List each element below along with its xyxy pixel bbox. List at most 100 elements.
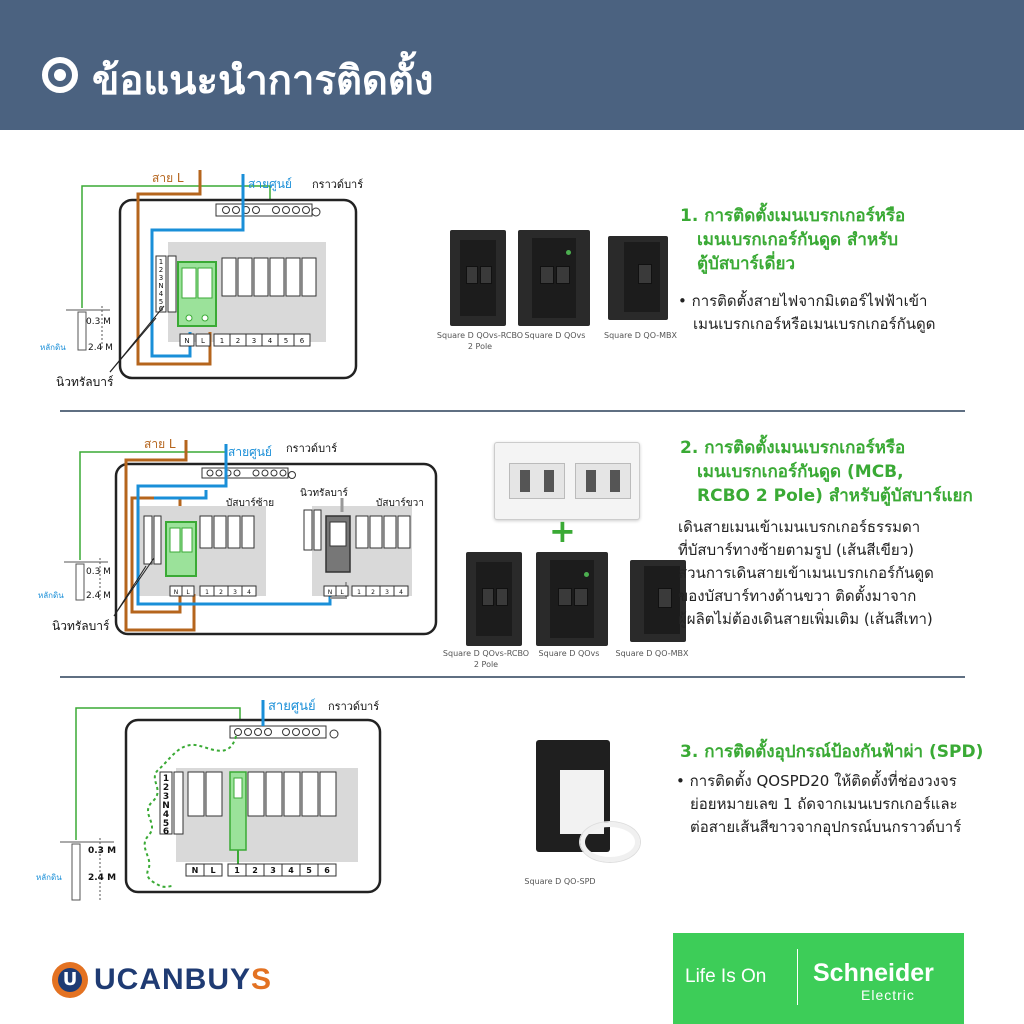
bottom-label: 2 bbox=[236, 337, 240, 345]
depth-top-label: 0.3 M bbox=[86, 567, 111, 577]
bottom-left-label: 2 bbox=[219, 589, 223, 596]
body-line: ที่บัสบาร์ทางซ้ายตามรูป (เส้นสีเขียว) bbox=[678, 541, 914, 559]
ucanbuys-logo: U UCANBUYS bbox=[52, 960, 272, 1000]
section3-title: 3. การติดตั้งอุปกรณ์ป้องกันฟ้าผ่า (SPD) bbox=[680, 740, 983, 764]
body-line: ต่อสายเส้นสีขาวจากอุปกรณ์บนกราวด์บาร์ bbox=[690, 818, 962, 836]
plus-icon: + bbox=[549, 512, 576, 550]
bottom-label: 4 bbox=[288, 866, 294, 875]
ucan-badge-icon: U bbox=[52, 962, 88, 998]
title-line: เมนเบรกเกอร์กันดูด สำหรับ bbox=[697, 230, 899, 250]
ground-bar-label: กราวด์บาร์ bbox=[286, 442, 337, 455]
ground-rod-label: หลักดิน bbox=[40, 343, 66, 352]
bottom-label: 5 bbox=[306, 866, 312, 875]
svg-text:6: 6 bbox=[163, 827, 169, 837]
body-line: ผู้ผลิตไม่ต้องเดินสายเพิ่มเติม (เส้นสีเท… bbox=[678, 610, 933, 628]
svg-text:2: 2 bbox=[159, 266, 163, 274]
bottom-label: L bbox=[210, 866, 215, 875]
bottom-left-label: N bbox=[174, 589, 179, 596]
svg-text:N: N bbox=[162, 801, 170, 811]
svg-text:1: 1 bbox=[163, 774, 169, 784]
bottom-left-label: L bbox=[186, 589, 190, 596]
title-line: 3. การติดตั้งอุปกรณ์ป้องกันฟ้าผ่า (SPD) bbox=[680, 742, 984, 762]
body-line: เดินสายเมนเข้าเมนเบรกเกอร์ธรรมดา bbox=[678, 518, 921, 536]
schneider-wordmark: Schneider bbox=[813, 959, 934, 987]
section2-wiring-diagram: N L 1 2 3 4 N L 1 2 3 4 0.3 M 2.4 M หลัก… bbox=[38, 437, 438, 636]
body-line: ส่วนการเดินสายเข้าเมนเบรกเกอร์กันดูด bbox=[678, 564, 934, 582]
brand-separator bbox=[797, 949, 798, 1005]
svg-text:4: 4 bbox=[159, 290, 164, 298]
bottom-left-label: 3 bbox=[233, 589, 237, 596]
product-caption: Square D QO-SPD bbox=[524, 877, 596, 886]
neutral-bar-label: นิวทรัลบาร์ bbox=[52, 619, 110, 633]
body-line: เมนเบรกเกอร์หรือเมนเบรกเกอร์กันดูด bbox=[693, 315, 936, 333]
bottom-label: 5 bbox=[284, 337, 288, 345]
svg-text:3: 3 bbox=[163, 792, 169, 802]
wire-l-label: สาย L bbox=[152, 171, 184, 185]
section2-title: 2. การติดตั้งเมนเบรกเกอร์หรือ เมนเบรกเกอ… bbox=[680, 436, 973, 508]
depth-rod-label: 2.4 M bbox=[88, 873, 116, 883]
bottom-label: 6 bbox=[324, 866, 330, 875]
ucan-wordmark: UCANBUYS bbox=[94, 963, 272, 997]
target-circle-icon bbox=[42, 57, 78, 93]
bottom-label: 1 bbox=[220, 337, 224, 345]
wire-n-label: สายศูนย์ bbox=[248, 177, 292, 192]
title-line: 1. การติดตั้งเมนเบรกเกอร์หรือ bbox=[680, 206, 906, 226]
bottom-right-label: L bbox=[340, 589, 344, 596]
wire-l-label: สาย L bbox=[144, 437, 176, 451]
depth-top-label: 0.3 M bbox=[86, 317, 111, 327]
bottom-right-label: 1 bbox=[357, 589, 361, 596]
bottom-label: N bbox=[184, 337, 189, 345]
bottom-left-label: 4 bbox=[247, 589, 251, 596]
title-line: เมนเบรกเกอร์กันดูด (MCB, bbox=[697, 462, 904, 482]
product-qo-mbx bbox=[608, 236, 668, 320]
ucan-text: UCANBUY bbox=[94, 963, 251, 996]
bottom-left-label: 1 bbox=[205, 589, 209, 596]
life-is-on-text: Life Is On bbox=[685, 966, 767, 987]
product-caption: Square D QO-MBX bbox=[604, 331, 677, 340]
section-divider bbox=[60, 676, 965, 678]
ground-rod-label: หลักดิน bbox=[36, 873, 62, 882]
depth-top-label: 0.3 M bbox=[88, 846, 116, 856]
svg-text:N: N bbox=[158, 282, 163, 290]
svg-text:5: 5 bbox=[163, 819, 169, 829]
bottom-right-label: N bbox=[328, 589, 333, 596]
consumer-unit-photo bbox=[494, 442, 640, 520]
wire-n-label: สายศูนย์ bbox=[268, 698, 316, 714]
body-line: • การติดตั้งสายไฟจากมิเตอร์ไฟฟ้าเข้า bbox=[678, 292, 928, 310]
bottom-label: L bbox=[201, 337, 205, 345]
product-qo-mbx bbox=[630, 560, 686, 642]
section1-body: • การติดตั้งสายไฟจากมิเตอร์ไฟฟ้าเข้า เมน… bbox=[678, 290, 935, 336]
bottom-label: 1 bbox=[234, 866, 240, 875]
ucan-text-s: S bbox=[251, 963, 273, 996]
page-header: ข้อแนะนำการติดตั้ง bbox=[0, 0, 1024, 130]
ground-bar-label: กราวด์บาร์ bbox=[312, 178, 363, 191]
neutral-bar-label: นิวทรัลบาร์ bbox=[56, 375, 114, 389]
ucan-badge-letter: U bbox=[62, 969, 78, 990]
product-caption: Square D QOvs bbox=[524, 331, 586, 340]
bottom-label: 4 bbox=[268, 337, 273, 345]
bottom-label: N bbox=[192, 866, 199, 875]
body-line: ของบัสบาร์ทางด้านขวา ติดตั้งมาจาก bbox=[678, 587, 917, 605]
page-title: ข้อแนะนำการติดตั้ง bbox=[92, 58, 434, 104]
product-qovs bbox=[536, 552, 608, 646]
svg-text:4: 4 bbox=[163, 810, 169, 820]
title-line: ตู้บัสบาร์เดี่ยว bbox=[697, 254, 796, 274]
bottom-label: 3 bbox=[270, 866, 276, 875]
svg-text:5: 5 bbox=[159, 298, 163, 306]
svg-text:1: 1 bbox=[159, 258, 163, 266]
product-qovs-rcbo bbox=[450, 230, 506, 326]
bottom-right-label: 2 bbox=[371, 589, 375, 596]
depth-rod-label: 2.4 M bbox=[86, 591, 111, 601]
section2-body: เดินสายเมนเข้าเมนเบรกเกอร์ธรรมดา ที่บัสบ… bbox=[678, 516, 934, 631]
section-divider bbox=[60, 410, 965, 412]
depth-rod-label: 2.4 M bbox=[88, 343, 113, 353]
ground-bar-label: กราวด์บาร์ bbox=[328, 700, 379, 713]
bottom-right-label: 4 bbox=[399, 589, 403, 596]
bottom-label: 2 bbox=[252, 866, 258, 875]
title-line: RCBO 2 Pole) สำหรับตู้บัสบาร์แยก bbox=[697, 486, 973, 506]
product-caption: Square D QO-MBX bbox=[615, 649, 689, 658]
svg-text:3: 3 bbox=[159, 274, 163, 282]
